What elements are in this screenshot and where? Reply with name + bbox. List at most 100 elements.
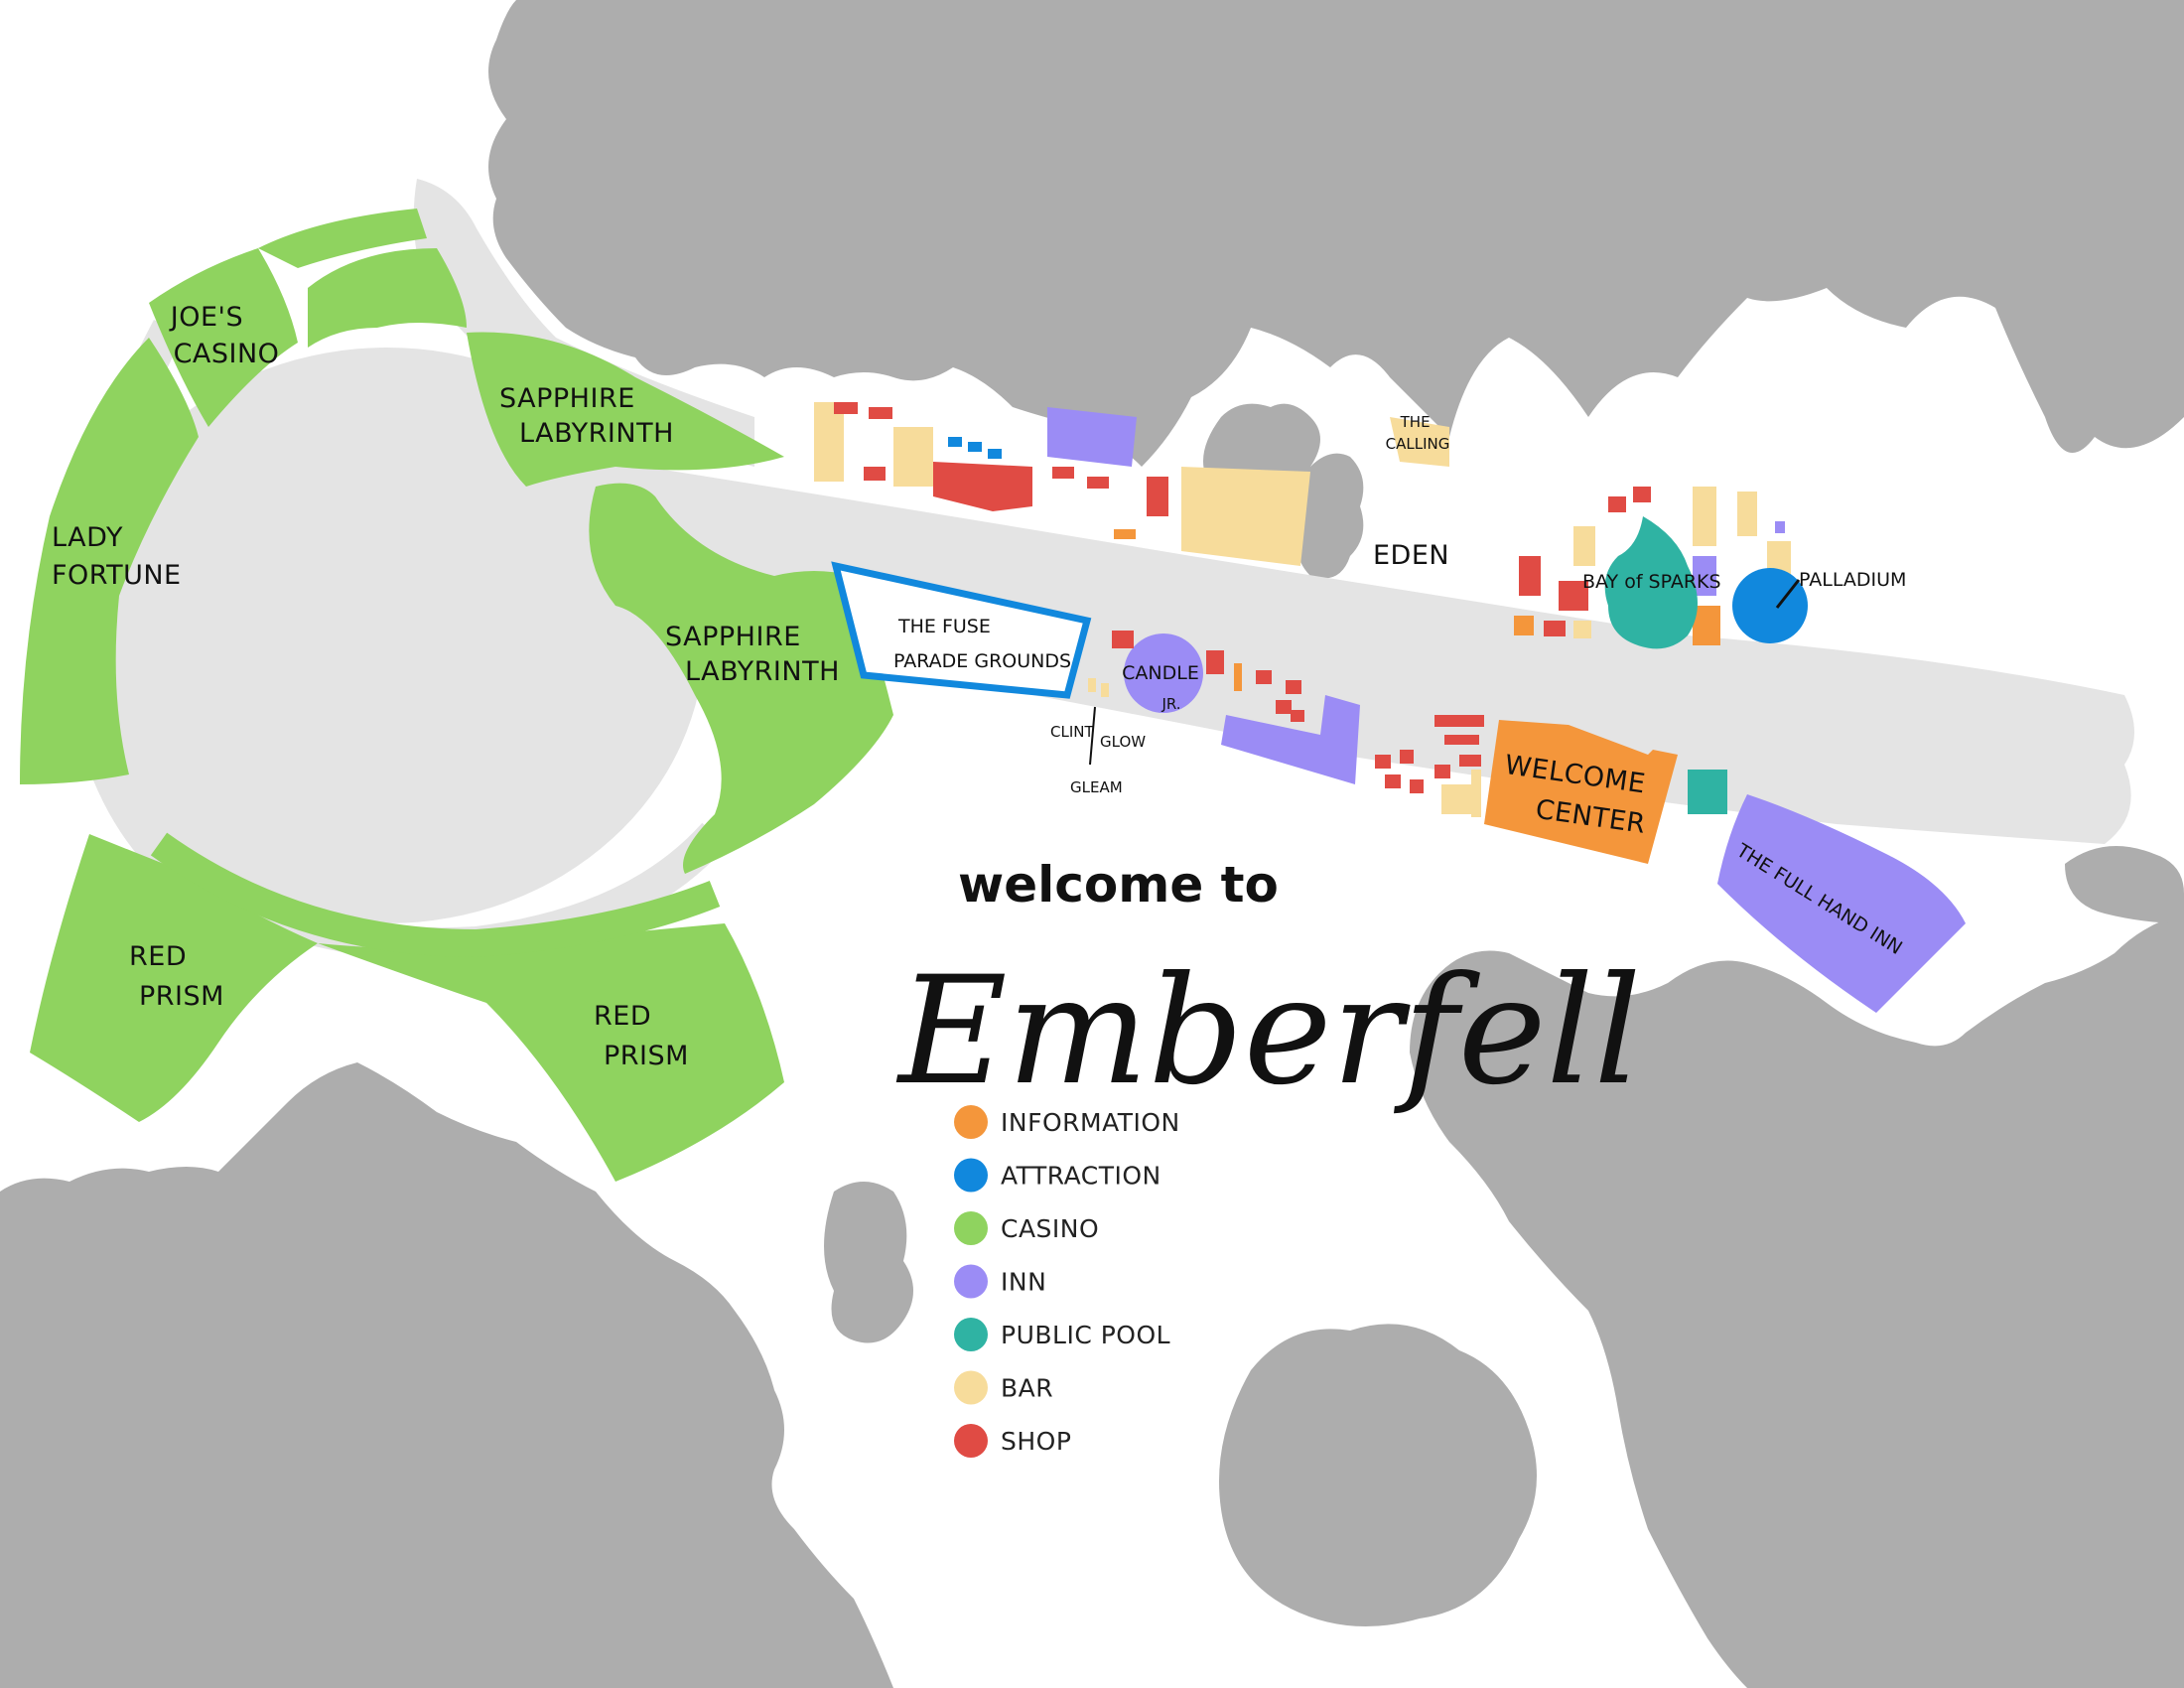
legend-label: CASINO [1001,1214,1099,1243]
joes-casino-label: JOE'S CASINO [169,302,280,369]
full-hand-inn-building [1717,794,1966,1013]
legend-swatch [954,1105,988,1139]
forest-patch-right [2065,846,2184,923]
shop-building [948,437,962,447]
legend-swatch [954,1318,988,1351]
shop-building [1459,755,1481,767]
clint-label: CLINT [1050,723,1094,741]
sapphire-labyrinth-2-shape [589,483,893,874]
candle-pointer [1089,706,1096,766]
forest-top [488,0,2184,467]
shop-building [1608,496,1626,512]
place-labels: JOE'S CASINO LADY FORTUNE SAPPHIRE LABYR… [52,302,1906,1071]
candle-jr-inn [1124,633,1203,713]
bar-building [1101,683,1109,697]
bar-building [1573,621,1591,638]
casinos [20,209,893,1182]
shop-building [864,467,886,481]
red-prism-2-shape [318,923,784,1182]
shop-building [834,402,858,414]
forest-patch-eden [1297,453,1364,579]
casino-top-right-shape [308,248,467,348]
shop-building [1559,581,1588,611]
red-prism-1-label: RED PRISM [129,941,224,1012]
forest-bottom-right [1410,914,2184,1688]
the-calling-bar [1390,417,1449,467]
bar-building [1441,784,1471,814]
legend-item: SHOP [954,1424,1071,1458]
gleam-label: GLEAM [1070,778,1123,796]
red-prism-1-shape [30,834,318,1122]
welcome-heading: welcome to [958,856,1279,914]
lady-fortune-shape [20,338,199,784]
forest-bottom-left [0,1062,893,1688]
shop-building [1256,670,1272,684]
legend-swatch [954,1370,988,1405]
legend-swatch [954,1264,988,1299]
bar-building [1181,467,1310,566]
legend-item: ATTRACTION [954,1158,1160,1193]
shop-building [933,462,1032,511]
info-building [1234,663,1242,691]
shop-building [1276,700,1292,714]
palladium-attraction [1732,568,1808,643]
joes-casino-connector [258,209,427,268]
inn-building [1047,407,1137,467]
shop-building [1400,750,1414,764]
bay-of-sparks-pool [1604,516,1698,649]
sapphire-labyrinth-2-label: SAPPHIRE LABYRINTH [665,622,840,687]
legend-item: CASINO [954,1211,1099,1245]
legend-item: INN [954,1264,1046,1299]
bar-building [1471,770,1481,817]
shop-building [1410,779,1424,793]
lady-fortune-label: LADY FORTUNE [52,522,182,591]
candle-jr-label: CANDLE JR. [1122,662,1205,713]
shop-building [1052,467,1074,479]
legend-item: INFORMATION [954,1105,1179,1139]
shop-building [1519,556,1541,596]
shop-building [1112,631,1134,648]
south-buildings [1088,631,1966,1013]
palladium-pointer [1775,579,1801,609]
legend-swatch [954,1424,988,1458]
sapphire-labyrinth-1-label: SAPPHIRE LABYRINTH [499,383,674,449]
shop-building [988,449,1002,459]
bay-of-sparks-label: BAY of SPARKS [1582,571,1721,593]
info-building [1693,606,1720,645]
shop-building [1147,477,1168,516]
info-building [1114,529,1136,539]
shop-building [1434,715,1484,727]
eden-label: EDEN [1373,540,1449,571]
shop-building [1087,477,1109,489]
bar-building [1693,487,1716,546]
shop-building [1206,650,1224,674]
legend-label: BAR [1001,1374,1053,1403]
shop-building [1385,774,1401,788]
legend-item: BAR [954,1370,1053,1405]
north-buildings [814,402,1808,649]
the-calling-label: THE CALLING [1386,413,1450,453]
bar-building [814,402,844,482]
map-title: Emberfell [895,945,1641,1118]
bar-building [1573,526,1595,566]
forest-patch-mid [824,1182,913,1343]
inn-building [1221,695,1360,784]
inn-building [1693,556,1716,596]
bar-building [1737,492,1757,536]
fuse-parade-grounds-outline [831,561,1092,699]
bar-building [893,427,933,487]
bar-building [1088,678,1096,692]
shop-building [869,407,892,419]
main-boulevard [635,467,2134,844]
legend-swatch [954,1158,988,1193]
palladium-label: PALLADIUM [1799,569,1906,591]
shop-building [1544,621,1566,636]
forest-bottom-center [1219,1324,1537,1626]
central-plaza [69,348,705,923]
ring-casino-band [150,832,721,958]
shop-building [1291,710,1304,722]
glow-label: GLOW [1100,733,1146,751]
